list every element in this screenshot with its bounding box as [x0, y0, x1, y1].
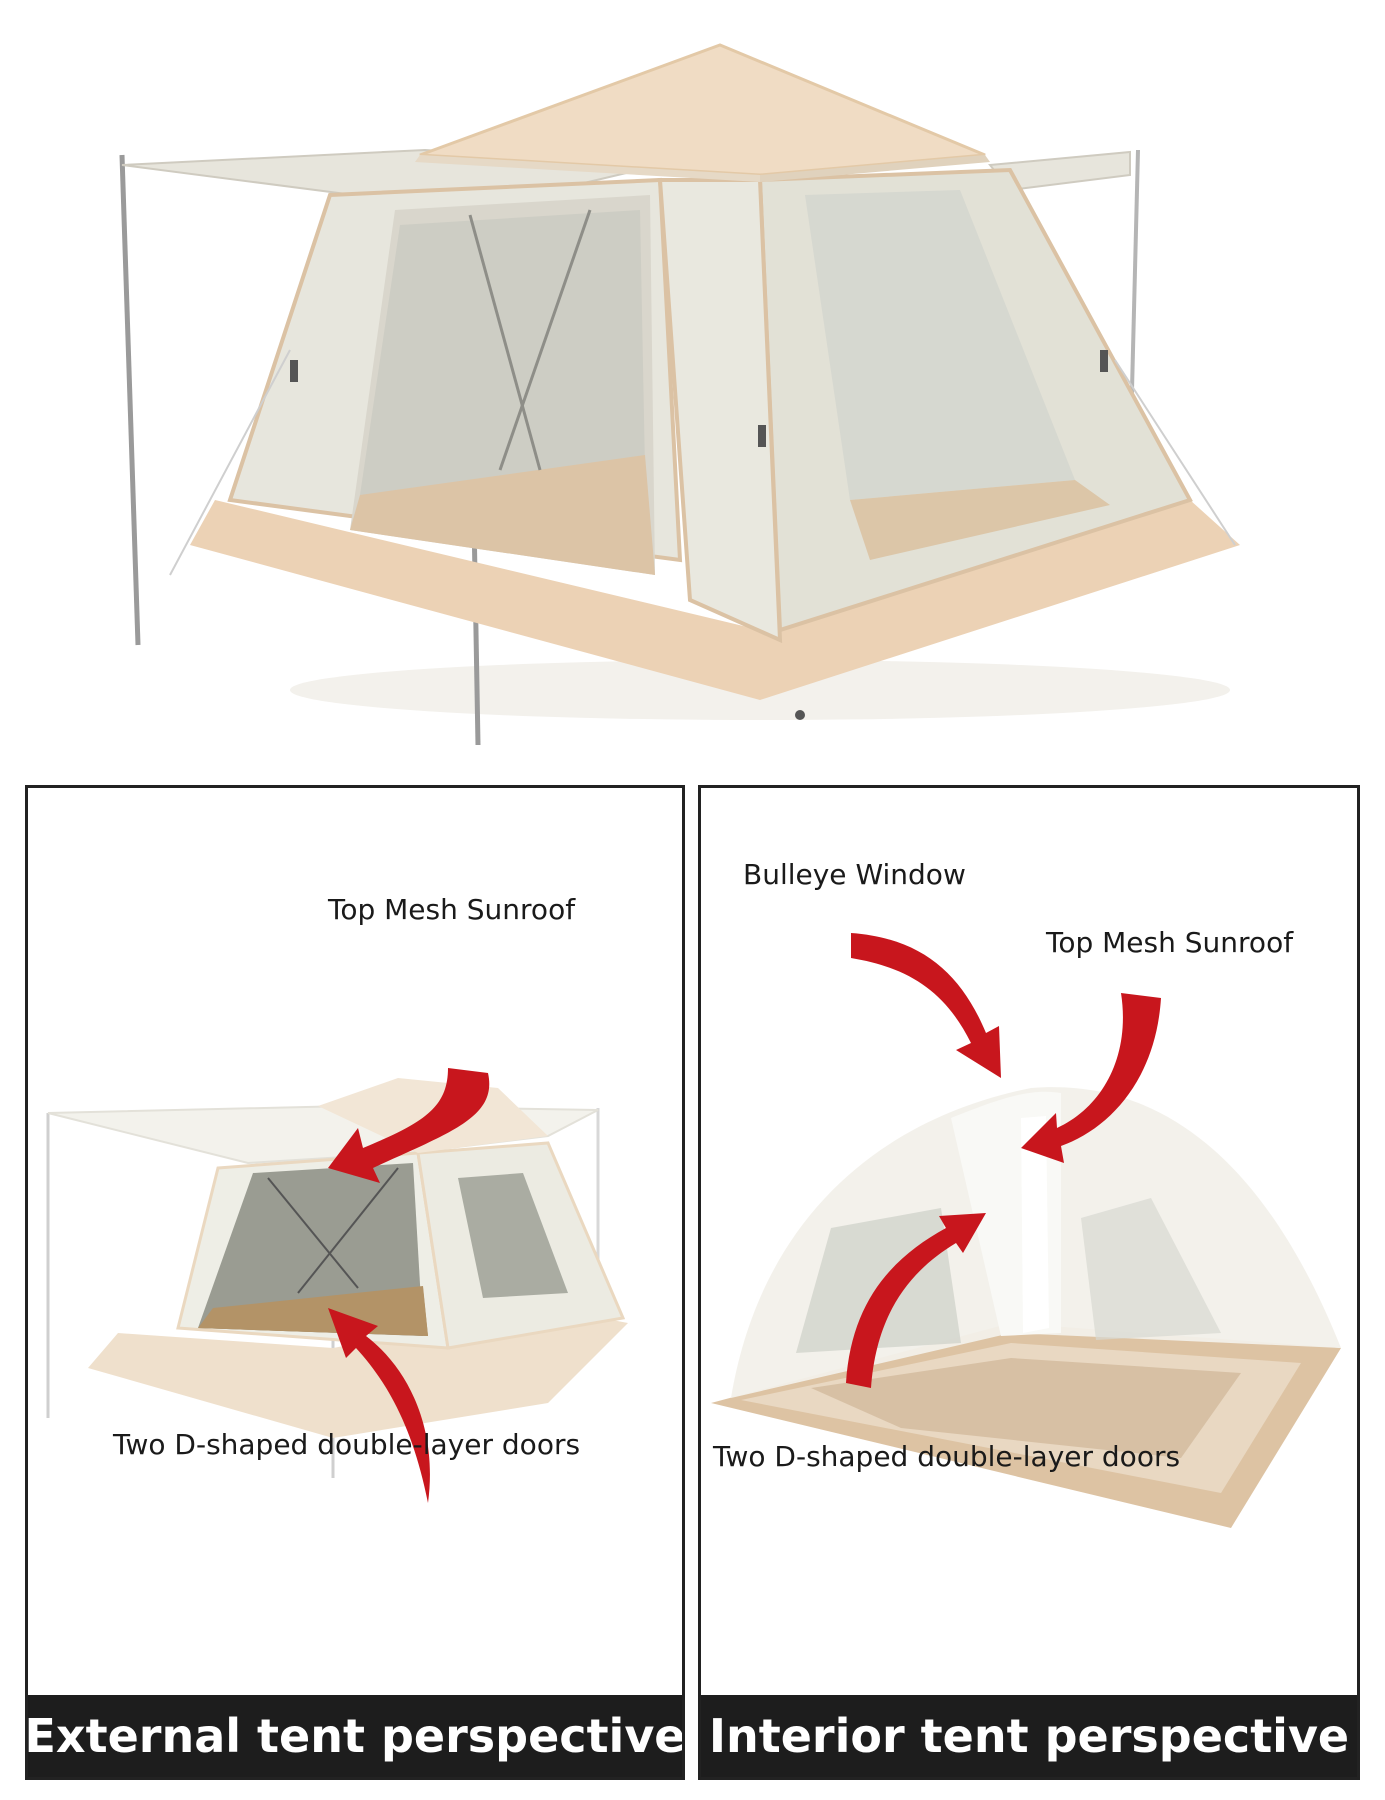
doors-label-interior: Two D-shaped double-layer doors: [713, 1440, 1181, 1473]
arrow-icons: [328, 1068, 490, 1503]
doors-label: Two D-shaped double-layer doors: [113, 1428, 581, 1461]
external-tent-image: [46, 1078, 628, 1478]
interior-caption: Interior tent perspective: [701, 1695, 1357, 1777]
window-label: Bulleye Window: [743, 858, 966, 891]
sunroof-label: Top Mesh Sunroof: [328, 893, 576, 926]
red-arrow-icon: [846, 1213, 986, 1388]
hero-tent-image: [119, 43, 1240, 746]
external-caption: External tent perspective: [28, 1695, 682, 1777]
red-arrow-icon: [851, 933, 1001, 1078]
arrow-icons-interior: [846, 933, 1161, 1388]
interior-perspective-panel: Bulleye Window Top Mesh Sunroof Two D-sh…: [698, 785, 1360, 1780]
red-arrow-icon: [1021, 993, 1161, 1163]
sunroof-label-interior: Top Mesh Sunroof: [1046, 926, 1294, 959]
red-arrow-icon: [328, 1308, 430, 1503]
external-perspective-panel: Top Mesh Sunroof Two D-shaped double-lay…: [25, 785, 685, 1780]
red-arrow-icon: [328, 1068, 490, 1183]
